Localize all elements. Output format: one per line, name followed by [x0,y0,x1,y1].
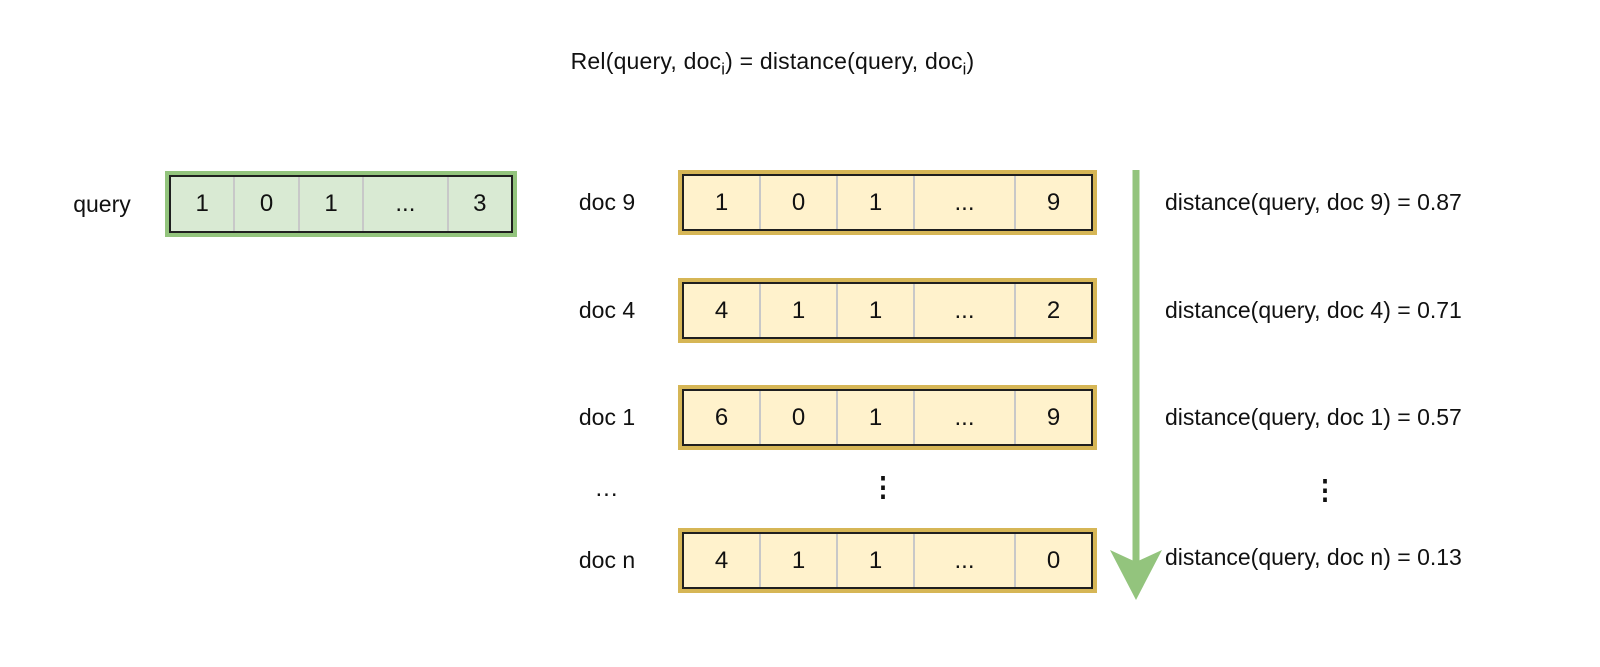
vector-cell: 9 [1014,176,1091,229]
vector-cell: 1 [297,177,362,231]
doc-label: doc 1 [578,404,636,430]
formula-middle: ) = distance(query, doc [725,48,963,74]
doc-vector: 4 1 1 ... 0 [678,528,1097,593]
vector-cell: 6 [714,403,729,431]
vector-cell: 1 [836,391,913,444]
doc-vector-cells: 6 0 1 ... 9 [682,389,1093,446]
vector-cell-ellipsis: ... [913,391,1014,444]
doc-vector: 6 0 1 ... 9 [678,385,1097,450]
vector-cell: 0 [1014,534,1091,587]
vector-cell: 2 [1014,284,1091,337]
vector-cell: 1 [836,534,913,587]
formula-suffix: ) [966,48,975,74]
vector-cell: 1 [759,534,836,587]
vector-cell: 0 [759,176,836,229]
vector-cell: 3 [446,177,511,231]
doc-vector-cells: 1 0 1 ... 9 [682,174,1093,231]
distance-text: distance(query, doc 1) = 0.57 [1165,404,1462,430]
distance-text: distance(query, doc 9) = 0.87 [1165,189,1462,215]
query-vector-cells: 1 0 1 ... 3 [169,175,513,233]
vector-cell: 1 [714,188,729,216]
formula-title: Rel(query, doci) = distance(query, doci) [0,48,1545,80]
vector-cell: 4 [714,546,729,574]
vector-cell: 1 [836,176,913,229]
vector-cell: 4 [714,296,729,324]
query-label: query [73,190,131,217]
distance-ellipsis-vertical: ⋮ [1311,474,1339,505]
doc-label: doc 9 [578,189,636,215]
vector-cell: 1 [195,190,209,217]
vector-cell-ellipsis: ... [913,176,1014,229]
vector-cell: 9 [1014,391,1091,444]
doc-vector-cells: 4 1 1 ... 0 [682,532,1093,589]
formula-subscript-i: i [721,59,726,79]
docs-ellipsis-vertical: ⋮ [869,471,897,502]
formula-subscript-i: i [962,59,967,79]
doc-label: doc n [578,547,636,573]
vector-cell-ellipsis: ... [362,177,446,231]
formula-prefix: Rel(query, doc [570,48,722,74]
vector-cell: 1 [759,284,836,337]
down-arrow-icon [1110,170,1162,600]
docs-ellipsis-label: ... [595,475,619,502]
vector-cell: 0 [233,177,297,231]
query-vector: 1 0 1 ... 3 [165,171,517,237]
distance-text: distance(query, doc n) = 0.13 [1165,543,1462,570]
vector-cell-ellipsis: ... [913,534,1014,587]
doc-vector-cells: 4 1 1 ... 2 [682,282,1093,339]
doc-vector: 1 0 1 ... 9 [678,170,1097,235]
vector-cell: 1 [836,284,913,337]
doc-label: doc 4 [578,297,636,323]
doc-vector: 4 1 1 ... 2 [678,278,1097,343]
distance-text: distance(query, doc 4) = 0.71 [1165,297,1462,323]
vector-cell-ellipsis: ... [913,284,1014,337]
vector-cell: 0 [759,391,836,444]
